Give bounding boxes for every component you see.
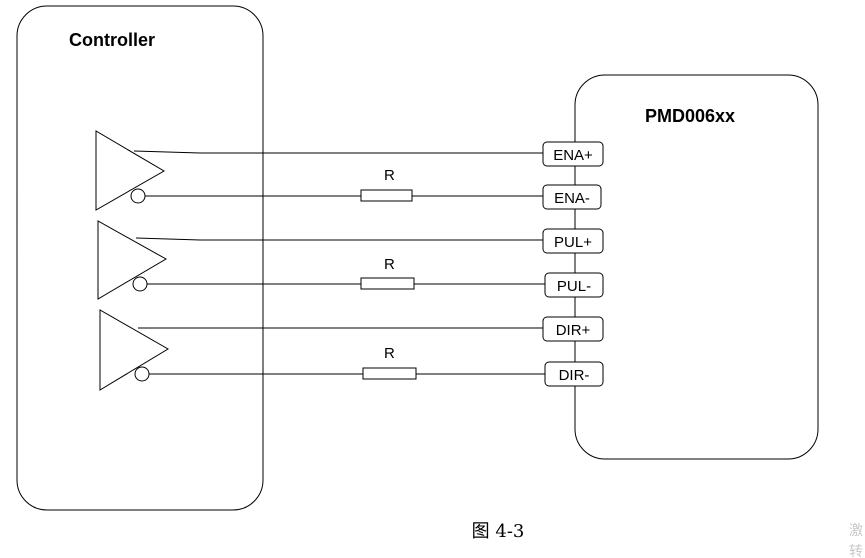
inverter-bubble-ena	[130, 188, 146, 204]
terminal-pul-plus-label: PUL+	[554, 234, 592, 251]
buffer-triangle-ena	[95, 130, 165, 211]
figure-caption: 图 4-3	[472, 521, 525, 542]
inverter-bubble-pul	[132, 276, 148, 292]
driver-label: PMD006xx	[645, 106, 735, 126]
terminal-dir-minus	[544, 361, 604, 387]
driver-box	[574, 74, 819, 460]
terminal-ena-plus-label: ENA+	[553, 147, 593, 164]
resistor-ena-label: R	[384, 167, 395, 184]
wires	[133, 150, 545, 375]
terminal-ena-minus	[542, 184, 602, 210]
resistor-dir-label: R	[384, 345, 395, 362]
terminal-pul-minus-label: PUL-	[557, 278, 591, 295]
terminal-dir-plus	[542, 316, 604, 342]
resistor-ena	[360, 189, 413, 202]
terminal-ena-plus	[542, 141, 604, 167]
wire-ena-plus	[133, 150, 201, 154]
terminal-dir-plus-label: DIR+	[556, 322, 591, 339]
edge-text-top: 激	[849, 522, 863, 539]
resistor-pul	[360, 277, 415, 290]
terminal-ena-minus-label: ENA-	[554, 190, 590, 207]
buffer-triangle-dir	[99, 309, 169, 391]
resistor-dir	[362, 367, 417, 380]
inverter-bubble-dir	[134, 366, 150, 382]
terminals: ENA+ ENA- PUL+ PUL- DIR+ DIR-	[542, 141, 604, 387]
controller-label: Controller	[69, 30, 155, 50]
terminal-dir-minus-label: DIR-	[559, 367, 590, 384]
line-drivers	[95, 130, 169, 391]
terminal-pul-minus	[544, 272, 604, 298]
edge-text-bottom: 转	[849, 544, 863, 558]
terminal-pul-plus	[542, 228, 604, 254]
buffer-triangle-pul	[97, 220, 168, 300]
wire-pul-plus	[135, 237, 201, 241]
resistors: R R R	[360, 167, 417, 380]
resistor-pul-label: R	[384, 256, 395, 273]
